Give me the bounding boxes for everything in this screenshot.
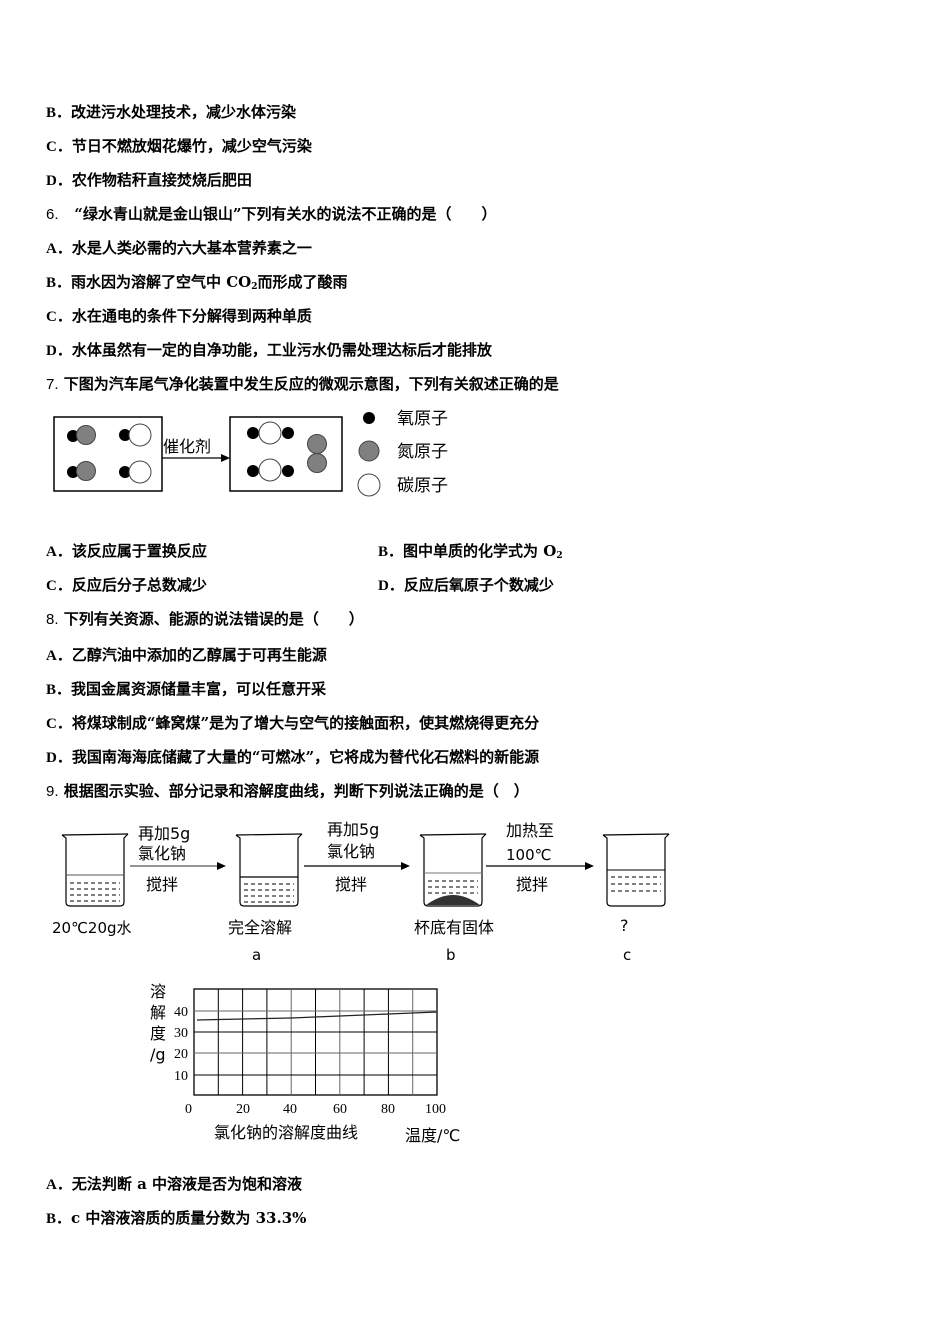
svg-text:80: 80 — [381, 1102, 395, 1117]
svg-text:度: 度 — [150, 1024, 166, 1043]
experiment-diagram: 20℃20g水 再加5g 氯化钠 搅拌 完全溶解 a 再加5g 氯化钠 搅拌 杯… — [52, 820, 670, 964]
q6-option-d: D．水体虽然有一定的自净功能，工业污水仍需处理达标后才能排放 — [46, 341, 492, 359]
beaker-c-tag: c — [623, 946, 631, 964]
oxygen-atom-icon — [247, 465, 259, 477]
svg-text:搅拌: 搅拌 — [335, 875, 367, 894]
legend-carbon-label: 碳原子 — [397, 476, 448, 496]
q6-stem: 6. “绿水青山就是金山银山”下列有关水的说法不正确的是（ ） — [46, 205, 497, 223]
arrow-head-icon — [585, 862, 594, 870]
q7-option-c: C．反应后分子总数减少 — [46, 576, 207, 594]
svg-text:解: 解 — [150, 1003, 166, 1022]
legend-oxygen-icon — [363, 412, 375, 424]
svg-text:/g: /g — [150, 1045, 166, 1064]
svg-text:100: 100 — [425, 1102, 446, 1117]
svg-text:40: 40 — [174, 1005, 188, 1020]
q6-option-b: B．雨水因为溶解了空气中 CO2而形成了酸雨 — [46, 273, 348, 292]
oxygen-atom-icon — [282, 465, 294, 477]
q8-option-a: A．乙醇汽油中添加的乙醇属于可再生能源 — [46, 646, 327, 664]
svg-text:加热至: 加热至 — [506, 821, 554, 840]
catalyst-label: 催化剂 — [163, 437, 211, 456]
oxygen-atom-icon — [119, 466, 131, 478]
oxygen-atom-icon — [282, 427, 294, 439]
solid-precipitate — [426, 895, 480, 905]
legend-carbon-icon — [357, 473, 381, 497]
svg-text:再加5g: 再加5g — [138, 824, 190, 843]
legend-nitrogen-label: 氮原子 — [397, 442, 448, 462]
q8-option-b: B．我国金属资源储量丰富，可以任意开采 — [46, 680, 327, 698]
q8-option-c: C．将煤球制成“蜂窝煤”是为了增大与空气的接触面积，使其燃烧得更充分 — [46, 714, 540, 732]
q7-option-b: B．图中单质的化学式为 O2 — [378, 542, 563, 561]
beaker-a-tag: a — [252, 946, 261, 964]
q9-option-b: B．c 中溶液溶质的质量分数为 33.3% — [46, 1209, 307, 1227]
legend-oxygen-label: 氧原子 — [397, 409, 448, 429]
beaker-initial-caption: 20℃20g水 — [52, 919, 132, 937]
oxygen-atom-icon — [67, 430, 79, 442]
svg-text:氯化钠: 氯化钠 — [327, 842, 375, 861]
beaker-b-tag: b — [446, 946, 456, 964]
oxygen-atom-icon — [119, 429, 131, 441]
svg-text:20: 20 — [174, 1047, 188, 1062]
beaker-initial — [61, 833, 129, 907]
svg-text:60: 60 — [333, 1102, 347, 1117]
chart-xlabel: 温度/℃ — [405, 1126, 460, 1145]
svg-text:30: 30 — [174, 1026, 188, 1041]
q5-option-b: B．改进污水处理技术，减少水体污染 — [46, 103, 297, 121]
svg-text:搅拌: 搅拌 — [146, 875, 178, 894]
beaker-a — [235, 833, 303, 907]
q7-option-d: D．反应后氧原子个数减少 — [378, 576, 554, 594]
grid — [193, 988, 438, 1096]
q7-option-a: A．该反应属于置换反应 — [46, 542, 207, 560]
svg-text:10: 10 — [174, 1069, 188, 1084]
arrow-head-icon — [217, 862, 226, 870]
q8-option-d: D．我国南海海底储藏了大量的“可燃冰”，它将成为替代化石燃料的新能源 — [46, 748, 540, 766]
solubility-curve — [196, 1011, 438, 1021]
q6-option-c: C．水在通电的条件下分解得到两种单质 — [46, 307, 312, 325]
q8-stem: 8. 下列有关资源、能源的说法错误的是（ ） — [46, 610, 364, 628]
svg-text:100℃: 100℃ — [506, 846, 551, 864]
svg-text:搅拌: 搅拌 — [516, 875, 548, 894]
q9-option-a: A．无法判断 a 中溶液是否为饱和溶液 — [46, 1175, 303, 1193]
q7-stem: 7. 下图为汽车尾气净化装置中发生反应的微观示意图，下列有关叙述正确的是 — [46, 375, 559, 393]
oxygen-atom-icon — [67, 466, 79, 478]
q5-option-c: C．节日不燃放烟花爆竹，减少空气污染 — [46, 137, 312, 155]
svg-text:再加5g: 再加5g — [327, 820, 379, 839]
q9-stem: 9. 根据图示实验、部分记录和溶解度曲线，判断下列说法正确的是（ ） — [46, 782, 529, 800]
beaker-c — [602, 833, 670, 907]
nitrogen-atom-icon — [307, 453, 327, 473]
carbon-atom-icon — [258, 458, 282, 482]
q5-option-d: D．农作物秸秆直接焚烧后肥田 — [46, 171, 252, 189]
beaker-c-caption: ? — [620, 916, 629, 935]
carbon-atom-icon — [128, 423, 152, 447]
chart-title: 氯化钠的溶解度曲线 — [214, 1123, 358, 1142]
arrow-head-icon — [401, 862, 410, 870]
arrow-head-icon — [221, 454, 230, 462]
solubility-chart: 溶 解 度 /g 40 30 20 10 0 20 40 60 80 100 氯… — [150, 982, 460, 1145]
svg-text:0: 0 — [185, 1102, 192, 1117]
beaker-b — [419, 833, 487, 907]
oxygen-atom-icon — [247, 427, 259, 439]
svg-text:氯化钠: 氯化钠 — [138, 844, 186, 863]
nitrogen-atom-icon — [307, 434, 327, 454]
legend-nitrogen-icon — [358, 440, 380, 462]
beaker-a-caption: 完全溶解 — [228, 918, 292, 937]
nitrogen-atom-icon — [76, 425, 96, 445]
svg-text:20: 20 — [236, 1102, 250, 1117]
q6-option-a: A．水是人类必需的六大基本营养素之一 — [46, 239, 312, 257]
carbon-atom-icon — [258, 421, 282, 445]
beaker-b-caption: 杯底有固体 — [414, 918, 494, 937]
svg-text:40: 40 — [283, 1102, 297, 1117]
reaction-diagram: 催化剂 氧原子 氮原子 碳原子 — [53, 409, 448, 497]
nitrogen-atom-icon — [76, 461, 96, 481]
svg-text:溶: 溶 — [150, 982, 166, 1001]
carbon-atom-icon — [128, 460, 152, 484]
